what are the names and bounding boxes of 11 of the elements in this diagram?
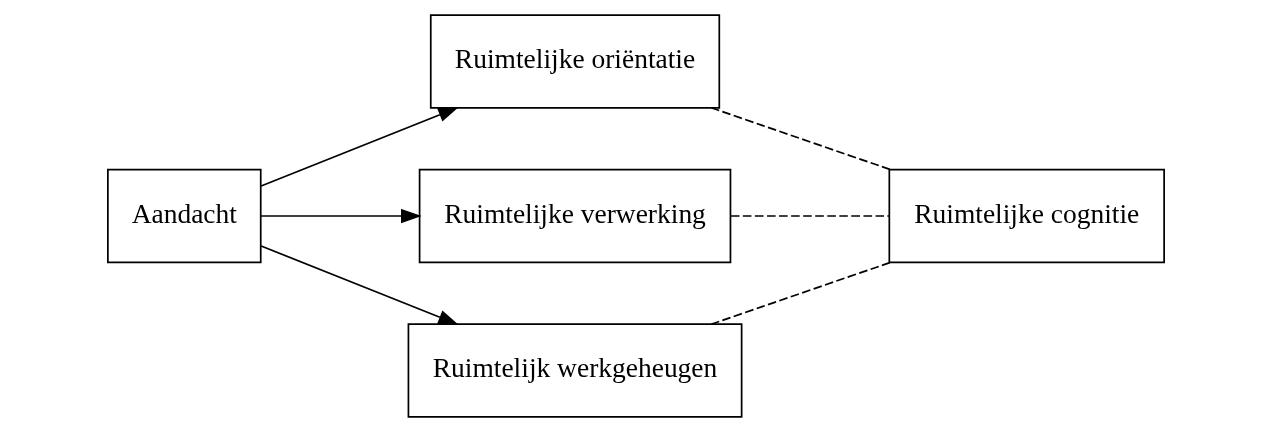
arrow [259,208,422,224]
arrow [259,245,459,325]
connector [709,261,891,326]
node-box: Ruimtelijke cognitie [887,168,1165,264]
arrow [259,107,459,187]
node-box: Ruimtelijke oriëntatie [429,14,720,109]
node-box: Ruimtelijk werkgeheugen [407,323,742,418]
connector [729,215,890,217]
connector [709,106,891,171]
node-box: Aandacht [106,168,262,264]
node-box: Ruimtelijke verwerking [418,168,731,264]
